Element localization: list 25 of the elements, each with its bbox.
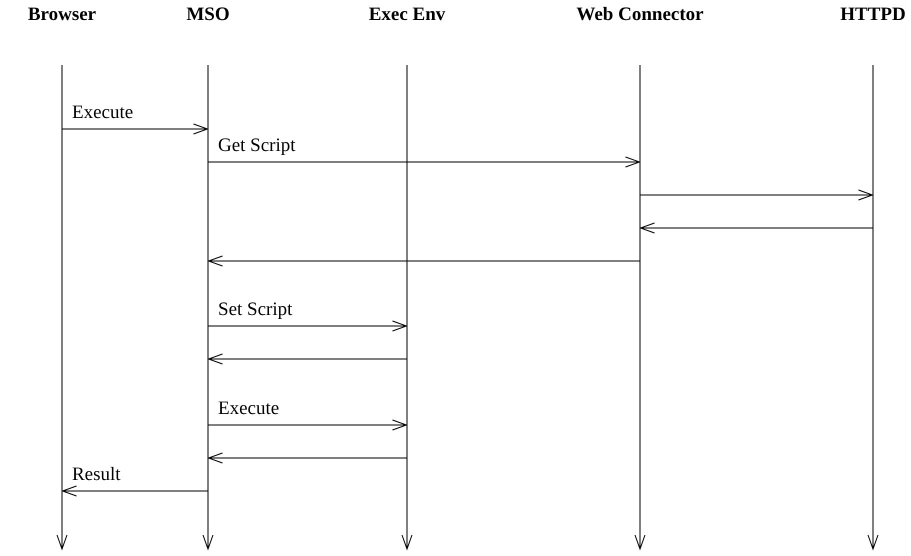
participant-label: HTTPD	[840, 4, 906, 26]
lifeline-arrow	[56, 65, 68, 550]
edge-label: Set Script	[218, 299, 292, 321]
participant-label: Exec Env	[368, 4, 446, 26]
edge-label: Result	[72, 464, 121, 486]
edge-label: Get Script	[218, 135, 296, 157]
message-arrow	[640, 222, 873, 234]
message-arrow	[208, 420, 407, 430]
lifeline-arrow	[867, 65, 879, 550]
message-arrow	[208, 320, 407, 332]
edge-label: Execute	[72, 102, 134, 124]
message-arrow	[640, 190, 873, 200]
message-arrow	[208, 256, 640, 266]
participant-label: Web Connector	[576, 4, 704, 26]
participant-label: MSO	[186, 4, 230, 26]
lifeline-arrow	[634, 65, 646, 550]
lifeline-arrow	[401, 65, 413, 550]
message-arrow	[208, 354, 407, 364]
participant-label: Browser	[28, 4, 96, 26]
message-arrow	[208, 156, 640, 168]
lifeline-arrow	[202, 65, 214, 550]
message-arrow	[62, 486, 208, 496]
edge-label: Execute	[218, 398, 280, 420]
message-arrow	[208, 452, 407, 464]
message-arrow	[62, 124, 208, 134]
